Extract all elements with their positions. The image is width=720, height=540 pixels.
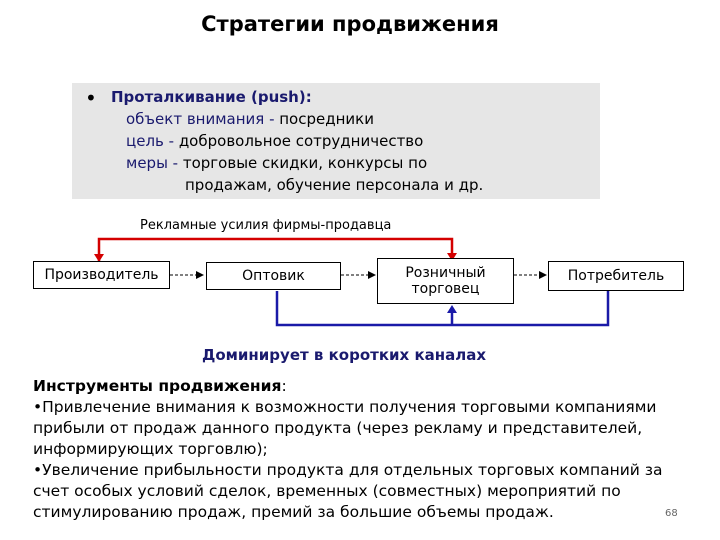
diagram-caption: Доминирует в коротких каналах (202, 346, 487, 364)
push-line-text: торговые скидки, конкурсы по (178, 154, 428, 172)
red-arrow-head-left (94, 254, 104, 262)
push-line-label: объект внимания - (126, 110, 275, 128)
bullet-icon: • (85, 86, 97, 110)
node-producer: Производитель (33, 261, 170, 289)
push-line-measures: меры - торговые скидки, конкурсы по (126, 154, 427, 172)
push-line-label: цель - (126, 132, 175, 150)
tools-section: Инструменты продвижения: •Привлечение вн… (33, 376, 693, 523)
blue-feedback-line (275, 291, 610, 327)
tools-item: •Привлечение внимания к возможности полу… (33, 398, 657, 458)
red-arrow-head-right (447, 253, 457, 261)
push-line-text: добровольное сотрудничество (174, 132, 424, 150)
tools-item: •Увеличение прибыльности продукта для от… (33, 461, 663, 521)
tools-heading: Инструменты продвижения (33, 377, 282, 395)
tools-heading-suffix: : (281, 377, 287, 395)
push-line-goal: цель - добровольное сотрудничество (126, 132, 423, 150)
push-line-text: посредники (274, 110, 374, 128)
page-title: Стратегии продвижения (201, 12, 499, 36)
push-line-text: продажам, обучение персонала и др. (185, 176, 484, 194)
push-strategy-box (72, 83, 600, 199)
ad-effort-label: Рекламные усилия фирмы-продавца (140, 218, 392, 233)
red-push-line (97, 237, 454, 261)
push-heading: Проталкивание (push): (111, 88, 312, 106)
node-wholesaler: Оптовик (206, 262, 341, 290)
push-line-measures-cont: продажам, обучение персонала и др. (185, 176, 483, 194)
slide-number: 68 (665, 508, 678, 519)
blue-arrow-head (447, 305, 457, 313)
node-retailer: Розничный торговец (377, 258, 514, 304)
node-consumer: Потребитель (548, 261, 684, 291)
push-line-label: меры - (126, 154, 179, 172)
push-line-object: объект внимания - посредники (126, 110, 374, 128)
